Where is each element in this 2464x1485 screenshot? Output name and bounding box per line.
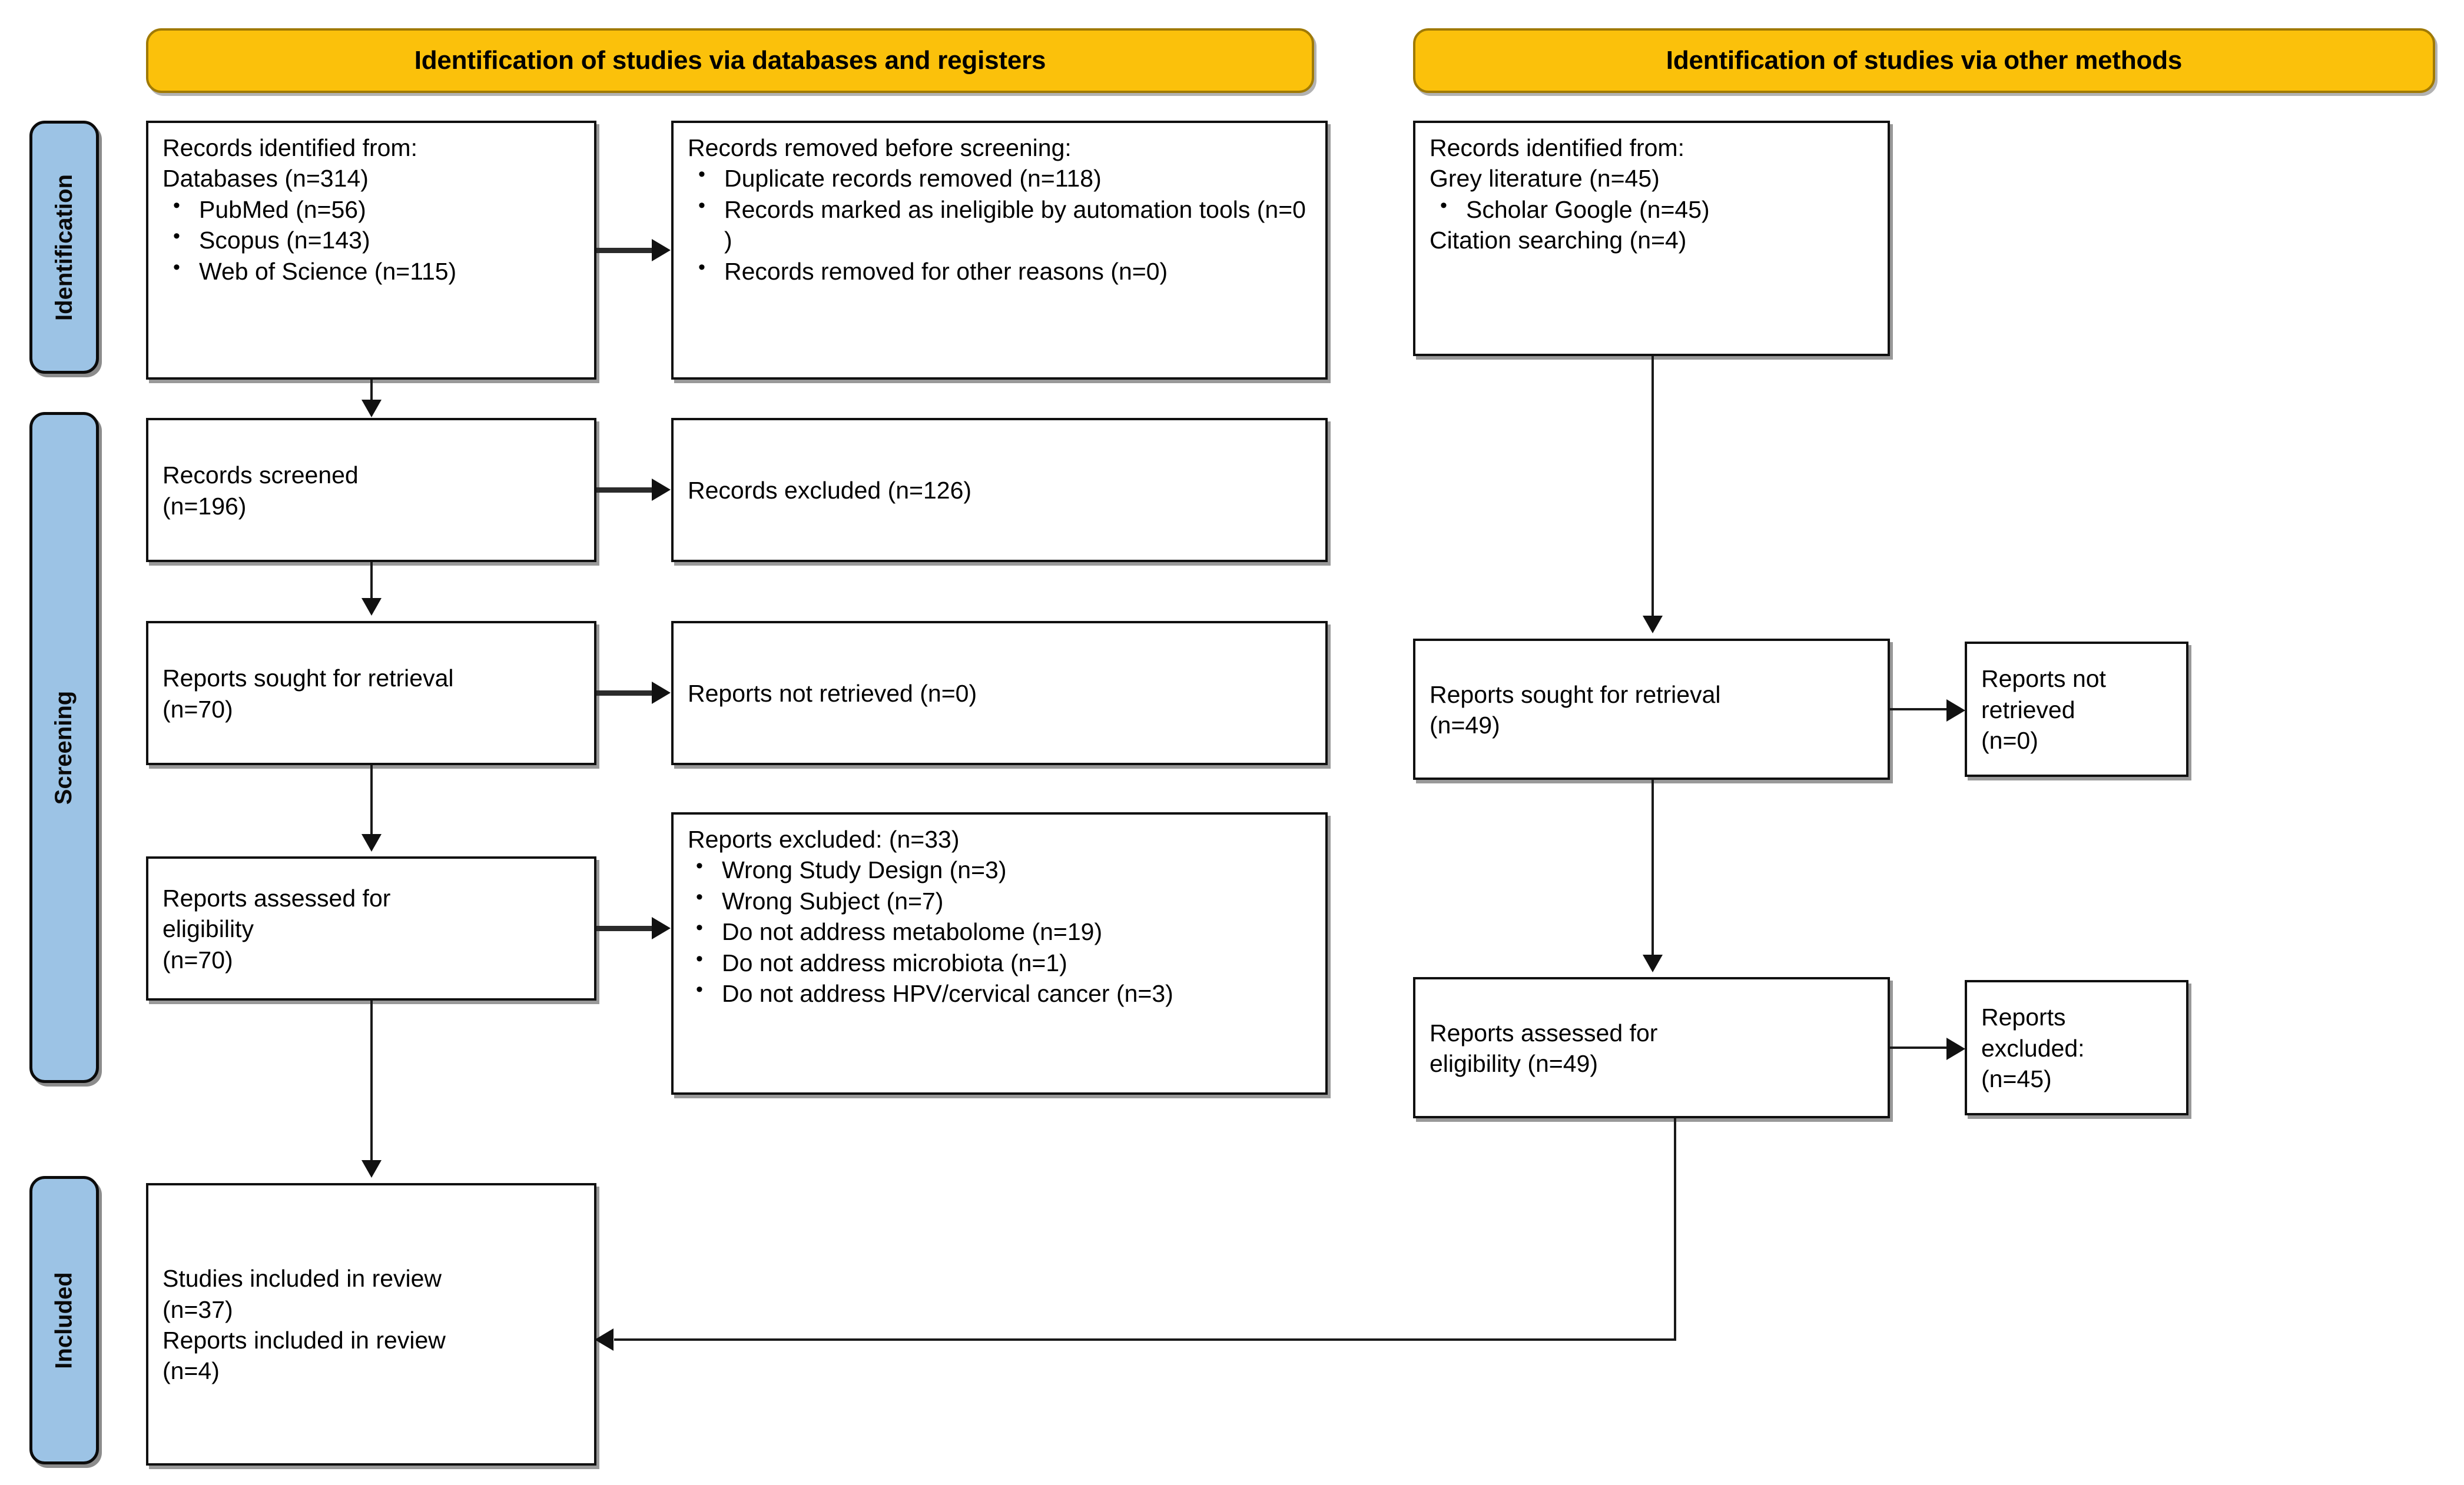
reports-not-retrieved-right-line1: Reports not retrieved [1981,665,2113,723]
records-excluded-line1: Records excluded (n=126) [688,477,972,504]
records-identified-other-line1: Records identified from: [1430,134,1684,161]
arrowhead-right-sought-to-not-retrieved [1946,699,1965,722]
box-reports-assessed-right: Reports assessed for eligibility (n=49) [1413,977,1890,1118]
box-records-removed-before-screening: Records removed before screening: Duplic… [671,121,1328,380]
records-removed-bullet-list: Duplicate records removed (n=118) Record… [688,162,1314,287]
list-item: Do not address metabolome (n=19) [696,915,1314,947]
box-reports-not-retrieved-right: Reports not retrieved (n=0) [1965,642,2188,777]
arrowhead-other-identified-to-sought [1643,616,1663,633]
arrowhead-right-assessed-to-included [595,1328,613,1351]
arrowhead-right-assessed-to-excluded [1946,1038,1965,1060]
list-item: Wrong Study Design (n=3) [696,853,1314,885]
arrowhead-identified-to-removed [652,239,671,261]
stage-label-screening-text: Screening [51,690,77,805]
reports-assessed-right-line1: Reports assessed for [1430,1019,1658,1047]
box-studies-included-in-review: Studies included in review (n=37) Report… [146,1183,596,1466]
banner-databases-registers: Identification of studies via databases … [146,28,1314,93]
reports-sought-right-line2: (n=49) [1430,712,1500,739]
connector-other-identified-to-sought [1651,356,1654,616]
banner-databases-registers-label: Identification of studies via databases … [414,45,1046,75]
box-records-identified-other: Records identified from: Grey literature… [1413,121,1890,356]
reports-excluded-left-bullet-list: Wrong Study Design (n=3) Wrong Subject (… [688,853,1314,1009]
box-reports-excluded-right: Reports excluded: (n=45) [1965,980,2188,1115]
studies-included-line3: Reports included in review [163,1327,446,1354]
reports-not-retrieved-left-line1: Reports not retrieved (n=0) [688,680,977,707]
list-item: Wrong Subject (n=7) [696,885,1314,916]
banner-other-methods-label: Identification of studies via other meth… [1666,45,2183,75]
box-reports-assessed-left: Reports assessed for eligibility (n=70) [146,856,596,1001]
reports-excluded-left-title: Reports excluded: (n=33) [688,826,960,853]
arrowhead-assessed-to-excluded [652,917,671,939]
connector-right-sought-to-assessed [1651,780,1654,955]
records-identified-line2: Databases (n=314) [163,165,369,192]
box-records-screened: Records screened (n=196) [146,418,596,562]
reports-not-retrieved-right-line2: (n=0) [1981,727,2038,755]
box-reports-sought-left: Reports sought for retrieval (n=70) [146,621,596,765]
box-reports-sought-right: Reports sought for retrieval (n=49) [1413,639,1890,780]
reports-assessed-right-line2: eligibility (n=49) [1430,1050,1598,1077]
arrowhead-screened-to-excluded [652,479,671,501]
list-item: Web of Science (n=115) [173,255,582,287]
list-item: Records removed for other reasons (n=0) [698,255,1314,287]
list-item: Do not address microbiota (n=1) [696,946,1314,978]
connector-right-assessed-elbow-horizontal [614,1338,1676,1341]
connector-identified-to-screened [370,380,373,402]
stage-label-identification: Identification [29,121,99,374]
reports-assessed-left-line2: eligibility [163,915,254,943]
list-item: Do not address HPV/cervical cancer (n=3) [696,977,1314,1009]
studies-included-line1: Studies included in review [163,1265,442,1293]
list-item: PubMed (n=56) [173,193,582,225]
arrowhead-screened-to-sought [362,598,382,616]
stage-label-screening: Screening [29,412,99,1083]
reports-excluded-right-line2: (n=45) [1981,1065,2052,1093]
records-identified-bullet-list: PubMed (n=56) Scopus (n=143) Web of Scie… [163,193,582,287]
connector-right-assessed-elbow-vertical [1674,1118,1676,1341]
records-screened-line2: (n=196) [163,492,247,520]
reports-excluded-right-line1: Reports excluded: [1981,1004,2085,1062]
arrowhead-identified-to-screened [362,400,382,417]
records-identified-other-line2: Grey literature (n=45) [1430,165,1660,192]
reports-sought-left-line2: (n=70) [163,695,233,723]
records-removed-title: Records removed before screening: [688,134,1072,161]
reports-sought-right-line1: Reports sought for retrieval [1430,680,1721,708]
connector-sought-to-assessed [370,765,373,835]
connector-screened-to-excluded [596,487,653,493]
box-records-excluded: Records excluded (n=126) [671,418,1328,562]
box-reports-not-retrieved-left: Reports not retrieved (n=0) [671,621,1328,765]
reports-assessed-left-line3: (n=70) [163,946,233,974]
studies-included-line2: (n=37) [163,1295,233,1323]
connector-right-sought-to-not-retrieved [1890,708,1949,710]
list-item: Scopus (n=143) [173,224,582,255]
box-records-identified-databases: Records identified from: Databases (n=31… [146,121,596,380]
arrowhead-assessed-to-included [362,1160,382,1178]
records-identified-other-line3: Citation searching (n=4) [1430,227,1687,254]
reports-assessed-left-line1: Reports assessed for [163,884,391,912]
arrowhead-right-sought-to-assessed [1643,955,1663,972]
list-item: Scholar Google (n=45) [1440,193,1876,225]
connector-right-assessed-to-excluded [1890,1047,1949,1049]
connector-screened-to-sought [370,562,373,599]
reports-sought-left-line1: Reports sought for retrieval [163,665,454,692]
records-screened-line1: Records screened [163,461,359,489]
studies-included-line4: (n=4) [163,1357,220,1385]
stage-label-identification-text: Identification [51,174,77,321]
connector-identified-to-removed [596,248,653,253]
connector-assessed-to-excluded [596,926,653,931]
stage-label-included-text: Included [51,1271,77,1369]
records-identified-other-bullet-list: Scholar Google (n=45) [1430,193,1876,225]
arrowhead-sought-to-not-retrieved [652,682,671,704]
connector-assessed-to-included [370,1001,373,1161]
records-identified-line1: Records identified from: [163,134,417,161]
banner-other-methods: Identification of studies via other meth… [1413,28,2435,93]
connector-sought-to-not-retrieved [596,690,653,696]
stage-label-included: Included [29,1176,99,1464]
list-item: Records marked as ineligible by automati… [698,193,1314,256]
box-reports-excluded-left: Reports excluded: (n=33) Wrong Study Des… [671,812,1328,1095]
list-item: Duplicate records removed (n=118) [698,162,1314,194]
arrowhead-sought-to-assessed [362,834,382,852]
